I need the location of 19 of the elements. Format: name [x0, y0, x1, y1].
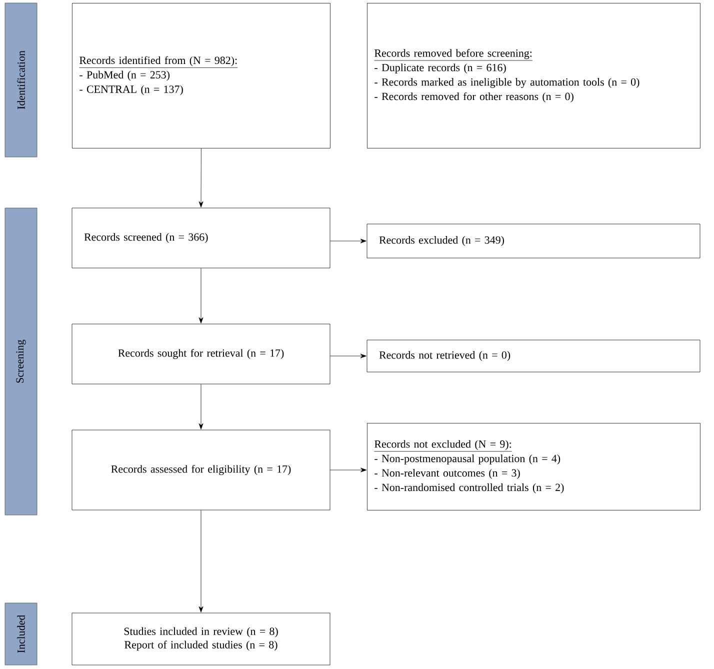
list-box: Records identified from (N = 982): - PubMed (n = 253) - CENTRAL (n = 137) — [72, 3, 330, 148]
process-box: Records sought for retrieval (n = 17) — [72, 324, 330, 384]
list-box: Records not excluded (N = 9): - Non-postmenopausal population (n = 4) - Non-relevant outcomes (n = 3) - Non-randomised controlled trials (n = 2) — [367, 423, 700, 510]
arrow — [198, 148, 204, 208]
phase-band: Included — [4, 602, 38, 666]
process-box: Records excluded (n = 349) — [366, 224, 700, 258]
arrow — [330, 468, 367, 472]
arrow — [198, 268, 204, 324]
phase-band: Screening — [4, 208, 38, 516]
phase-band: Identification — [4, 2, 38, 158]
process-box: Studies included in review (n = 8) Report of included studies (n = 8) — [72, 612, 330, 666]
process-box: Records assessed for eligibility (n = 17) — [72, 430, 330, 510]
process-box: Records not retrieved (n = 0) — [366, 340, 700, 372]
arrow — [198, 510, 204, 612]
list-box: Records removed before screening: - Duplicate records (n = 616) - Records marked as ineligible by automation tools (n = 0) - Records removed for other reasons (n = 0) — [367, 3, 700, 148]
process-box: Records screened (n = 366) — [72, 208, 330, 268]
arrow — [198, 384, 204, 430]
arrow — [330, 354, 366, 358]
arrow — [330, 238, 366, 244]
